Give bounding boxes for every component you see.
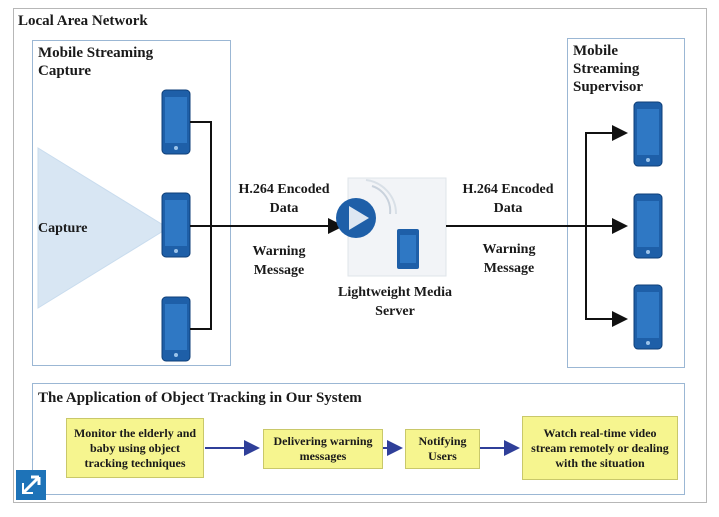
capture-phone-3 <box>161 296 191 362</box>
left-data-label: H.264 Encoded Data <box>238 182 330 216</box>
capture-triangle-label: Capture <box>38 221 88 236</box>
supervisor-phone-1 <box>633 101 663 167</box>
flow-panel <box>32 383 685 495</box>
capture-triangle <box>37 147 169 309</box>
lan-title: Local Area Network <box>18 13 148 29</box>
lan-frame <box>13 8 707 503</box>
flow-step-notifying: Notifying Users <box>405 429 480 469</box>
server-icon <box>336 177 447 277</box>
server-label: Lightweight Media Server <box>338 285 452 319</box>
capture-panel <box>32 40 231 366</box>
flow-step-monitor: Monitor the elderly and baby using objec… <box>66 418 204 478</box>
left-warning-label: Warning Message <box>252 244 306 278</box>
flow-step-watch: Watch real-time video stream remotely or… <box>522 416 678 480</box>
capture-panel-title: Mobile Streaming Capture <box>38 45 154 79</box>
right-warning-label: Warning Message <box>482 242 536 276</box>
expand-icon[interactable] <box>16 470 46 500</box>
capture-bracket <box>190 121 212 330</box>
supervisor-panel-title: Mobile Streaming Supervisor <box>573 43 644 95</box>
supervisor-phone-2 <box>633 193 663 259</box>
capture-phone-2 <box>161 192 191 258</box>
supervisor-panel <box>567 38 685 368</box>
flow-step-delivering: Delivering warning messages <box>263 429 383 469</box>
right-data-label: H.264 Encoded Data <box>462 182 554 216</box>
supervisor-phone-3 <box>633 284 663 350</box>
flow-panel-title: The Application of Object Tracking in Ou… <box>38 390 362 406</box>
capture-phone-1 <box>161 89 191 155</box>
